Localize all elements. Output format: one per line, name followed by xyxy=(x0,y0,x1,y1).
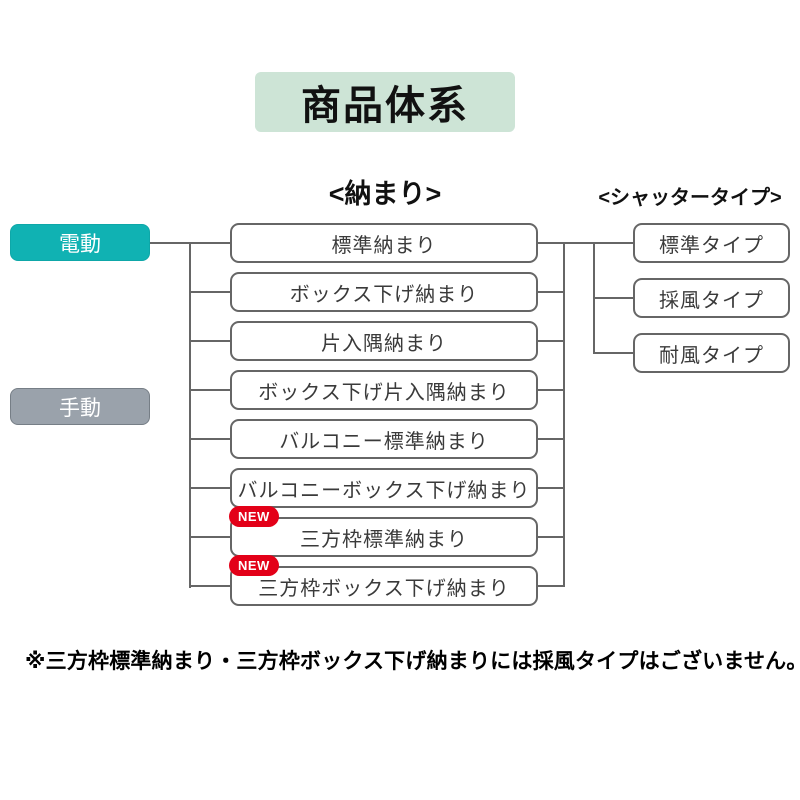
node-label: ボックス下げ納まり xyxy=(289,283,479,306)
node-shutter-ventilation: 採風タイプ xyxy=(633,278,790,318)
node-label: バルコニーボックス下げ納まり xyxy=(237,479,531,502)
node-nakamari-box-lowered-corner: ボックス下げ片入隅納まり xyxy=(230,370,538,410)
connector-stub xyxy=(189,585,231,587)
node-label: 採風タイプ xyxy=(659,289,764,312)
node-nakamari-box-lowered: ボックス下げ納まり xyxy=(230,272,538,312)
connector-electric-to-trunk xyxy=(150,242,190,244)
page-title: 商品体系 xyxy=(255,72,515,132)
node-label: 三方枠標準納まり xyxy=(300,528,468,551)
connector-stub xyxy=(189,536,231,538)
node-nakamari-standard: 標準納まり xyxy=(230,223,538,263)
node-shutter-standard: 標準タイプ xyxy=(633,223,790,263)
node-nakamari-sanpowaku-box-lowered: NEW 三方枠ボックス下げ納まり xyxy=(229,555,538,606)
connector-stub xyxy=(189,242,231,244)
node-label: ボックス下げ片入隅納まり xyxy=(258,381,510,404)
new-badge: NEW xyxy=(229,506,279,527)
node-label: バルコニー標準納まり xyxy=(279,430,489,453)
node-label: 片入隅納まり xyxy=(321,332,447,355)
node-nakamari-balcony-box-lowered: バルコニーボックス下げ納まり xyxy=(230,468,538,508)
node-label: 標準タイプ xyxy=(659,234,764,257)
connector-stub xyxy=(537,487,564,489)
column-header-shutter-type: <シャッタータイプ> xyxy=(598,187,782,209)
connector-stub xyxy=(593,352,633,354)
node-nakamari-corner: 片入隅納まり xyxy=(230,321,538,361)
node-manual: 手動 xyxy=(10,388,150,425)
connector-stub xyxy=(537,242,564,244)
connector-stub xyxy=(537,291,564,293)
connector-stub xyxy=(593,297,633,299)
connector-stub xyxy=(189,340,231,342)
connector-middle-trunk xyxy=(563,242,565,587)
new-badge: NEW xyxy=(229,555,279,576)
connector-stub xyxy=(537,438,564,440)
connector-stub xyxy=(189,438,231,440)
footnote: ※三方枠標準納まり・三方枠ボックス下げ納まりには採風タイプはございません。 xyxy=(25,650,800,673)
connector-stub xyxy=(189,389,231,391)
column-header-nakamari: <納まり> xyxy=(328,179,442,209)
node-electric: 電動 xyxy=(10,224,150,261)
node-label: 標準納まり xyxy=(331,234,437,257)
connector-left-trunk xyxy=(189,242,191,588)
connector-stub xyxy=(537,389,564,391)
node-shutter-wind-resistant: 耐風タイプ xyxy=(633,333,790,373)
node-label: 耐風タイプ xyxy=(659,344,764,367)
connector-stub xyxy=(537,585,564,587)
connector-stub xyxy=(189,487,231,489)
connector-trunk-to-shutter xyxy=(563,242,633,244)
node-nakamari-sanpowaku-standard: NEW 三方枠標準納まり xyxy=(229,506,538,557)
node-nakamari-balcony-standard: バルコニー標準納まり xyxy=(230,419,538,459)
connector-stub xyxy=(537,340,564,342)
node-label: 三方枠ボックス下げ納まり xyxy=(258,577,510,600)
connector-stub xyxy=(537,536,564,538)
connector-stub xyxy=(189,291,231,293)
